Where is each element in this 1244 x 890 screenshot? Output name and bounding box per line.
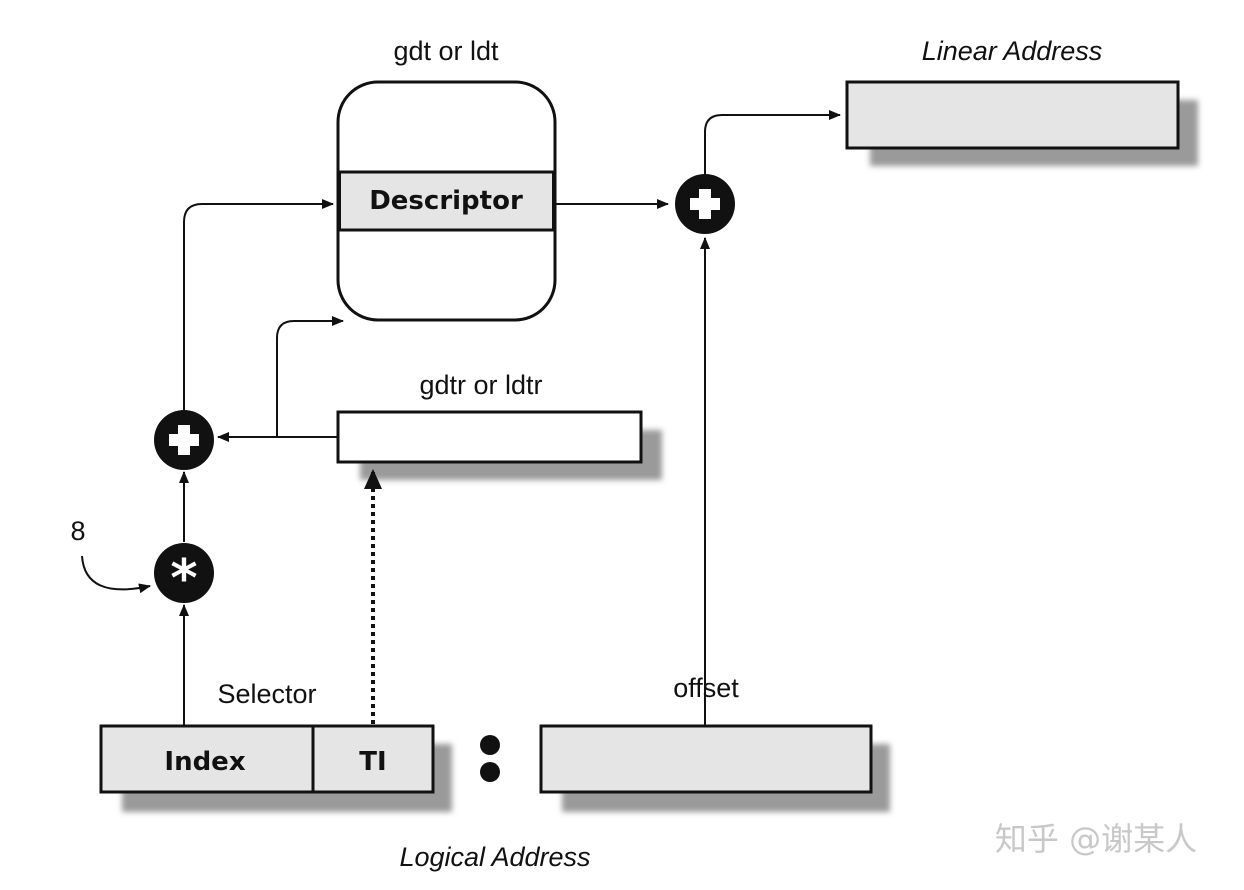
descriptor-entry (338, 170, 555, 232)
gdtr-register-box (336, 410, 643, 464)
descriptor-label: Descriptor (369, 186, 523, 216)
plus-icon (675, 174, 735, 234)
linear-address-box (845, 80, 1180, 150)
plus-icon (154, 410, 214, 470)
linear-address-label: Linear Address (922, 36, 1103, 66)
selector-box (99, 724, 435, 794)
offset-label: offset (673, 673, 739, 703)
table-title: gdt or ldt (393, 36, 499, 66)
offset-box (539, 724, 873, 794)
index-field: Index (164, 747, 245, 777)
register-label: gdtr or ldtr (419, 370, 542, 400)
watermark: 知乎 @谢某人 (995, 820, 1197, 858)
asterisk-icon: * (154, 543, 214, 609)
connectors (81, 110, 841, 726)
multiplier-label: 8 (70, 516, 85, 546)
logical-address-label: Logical Address (399, 842, 590, 872)
ti-field: TI (359, 747, 386, 777)
selector-label: Selector (217, 679, 316, 709)
svg-text:*: * (170, 549, 197, 609)
colon-separator (480, 735, 500, 782)
descriptor-table: gdt or ldt Descriptor (336, 36, 557, 322)
